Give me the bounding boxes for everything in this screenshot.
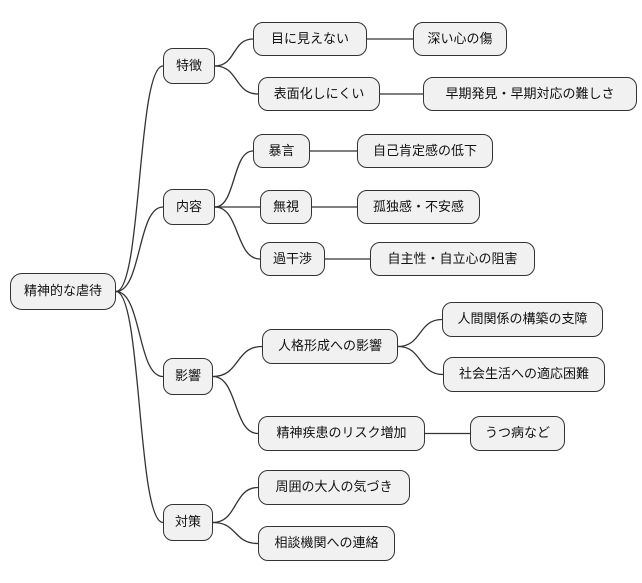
node-fukai: 深い心の傷 (413, 22, 507, 56)
node-naiyo: 内容 (163, 189, 215, 225)
node-soki: 早期発見・早期対応の難しさ (423, 77, 637, 111)
edge-taisaku-shui (212, 486, 259, 524)
node-tokucho: 特徴 (163, 48, 215, 84)
node-shui: 周囲の大人の気づき (258, 470, 410, 505)
node-jishusei: 自主性・自立心の阻害 (370, 242, 535, 276)
node-utsu: うつ病など (470, 416, 565, 451)
node-seishin: 精神疾患のリスク増加 (258, 416, 425, 451)
edge-jinkaku-shakai (397, 345, 444, 376)
node-sodan: 相談機関への連絡 (258, 526, 395, 561)
edge-root-taisaku (115, 290, 164, 524)
node-ningen: 人間関係の構築の支障 (442, 302, 603, 337)
node-root: 精神的な虐待 (10, 273, 116, 310)
edge-taisaku-sodan (212, 521, 259, 545)
node-jiko: 自己肯定感の低下 (357, 134, 493, 168)
edge-root-tokucho (115, 65, 164, 293)
node-bogen: 暴言 (253, 134, 310, 168)
edge-eikyo-seishin (212, 375, 259, 435)
node-kodoku: 孤独感・不安感 (357, 190, 480, 224)
edge-naiyo-kakansho (214, 206, 261, 260)
edge-naiyo-bogen (214, 150, 254, 208)
edge-root-eikyo (115, 290, 164, 378)
edge-tokucho-hyomen (214, 65, 259, 95)
node-jinkaku: 人格形成への影響 (262, 329, 398, 364)
node-mushi: 無視 (260, 190, 312, 224)
edge-eikyo-jinkaku (212, 345, 263, 378)
node-kakansho: 過干渉 (260, 242, 325, 276)
node-shakai: 社会生活への適応困難 (443, 357, 605, 392)
node-eikyo: 影響 (163, 358, 213, 395)
node-me: 目に見えない (253, 22, 367, 56)
edge-root-naiyo (115, 206, 164, 293)
edge-tokucho-me (214, 38, 254, 67)
node-hyomen: 表面化しにくい (258, 77, 380, 111)
edge-jinkaku-ningen (397, 318, 443, 348)
node-taisaku: 対策 (163, 504, 213, 541)
